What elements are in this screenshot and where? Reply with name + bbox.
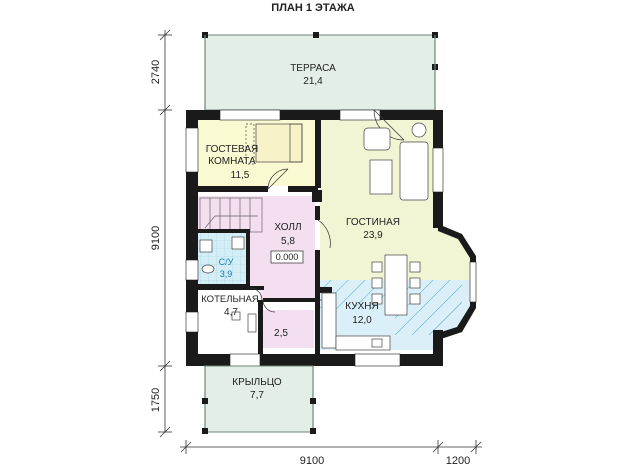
furniture <box>199 122 429 351</box>
level-mark: 0.000 <box>276 252 299 262</box>
living-room-area: 23,9 <box>363 230 383 241</box>
plan-title: ПЛАН 1 ЭТАЖА <box>271 2 354 14</box>
windows <box>185 109 477 367</box>
level-mark-box <box>270 250 304 264</box>
dim-bottom-right: 1200 <box>446 455 470 467</box>
staircase <box>199 197 263 233</box>
terrace-name: ТЕРРАСА <box>290 63 336 74</box>
dim-left-middle: 9100 <box>150 226 162 250</box>
boiler-area: 4,7 <box>224 307 238 318</box>
corridor-fill <box>262 310 314 348</box>
room-labels: ГОСТЕВАЯ КОМНАТА 11,5 ГОСТИНАЯ 23,9 ХОЛЛ… <box>201 144 400 339</box>
living-bay-fill <box>438 225 472 280</box>
dim-left-bottom: 1750 <box>150 388 162 412</box>
porch: КРЫЛЬЦО 7,7 <box>202 365 316 434</box>
left-dimensions <box>158 29 172 438</box>
boiler-name: КОТЕЛЬНАЯ <box>201 294 259 305</box>
kitchen-name: КУХНЯ <box>345 301 378 312</box>
guest-room-name-2: КОМНАТА <box>208 156 256 167</box>
porch-name: КРЫЛЬЦО <box>232 377 282 388</box>
hall-name: ХОЛЛ <box>274 222 301 233</box>
bottom-dimensions <box>180 440 482 454</box>
living-room-name: ГОСТИНАЯ <box>346 217 400 228</box>
porch-area: 7,7 <box>250 390 264 401</box>
bathroom-area: 3,9 <box>220 269 233 279</box>
terrace-area: 21,4 <box>303 76 323 87</box>
kitchen-area: 12,0 <box>352 315 372 326</box>
guest-room-area: 11,5 <box>231 170 250 181</box>
terrace: ТЕРРАСА 21,4 <box>202 32 438 111</box>
bathroom-name: С/У <box>219 257 234 267</box>
hall-area: 5,8 <box>281 236 295 247</box>
guest-room-name-1: ГОСТЕВАЯ <box>206 144 259 155</box>
dim-bottom-main: 9100 <box>300 455 324 467</box>
corridor-area: 2,5 <box>274 328 288 339</box>
dim-left-top: 2740 <box>150 60 162 84</box>
